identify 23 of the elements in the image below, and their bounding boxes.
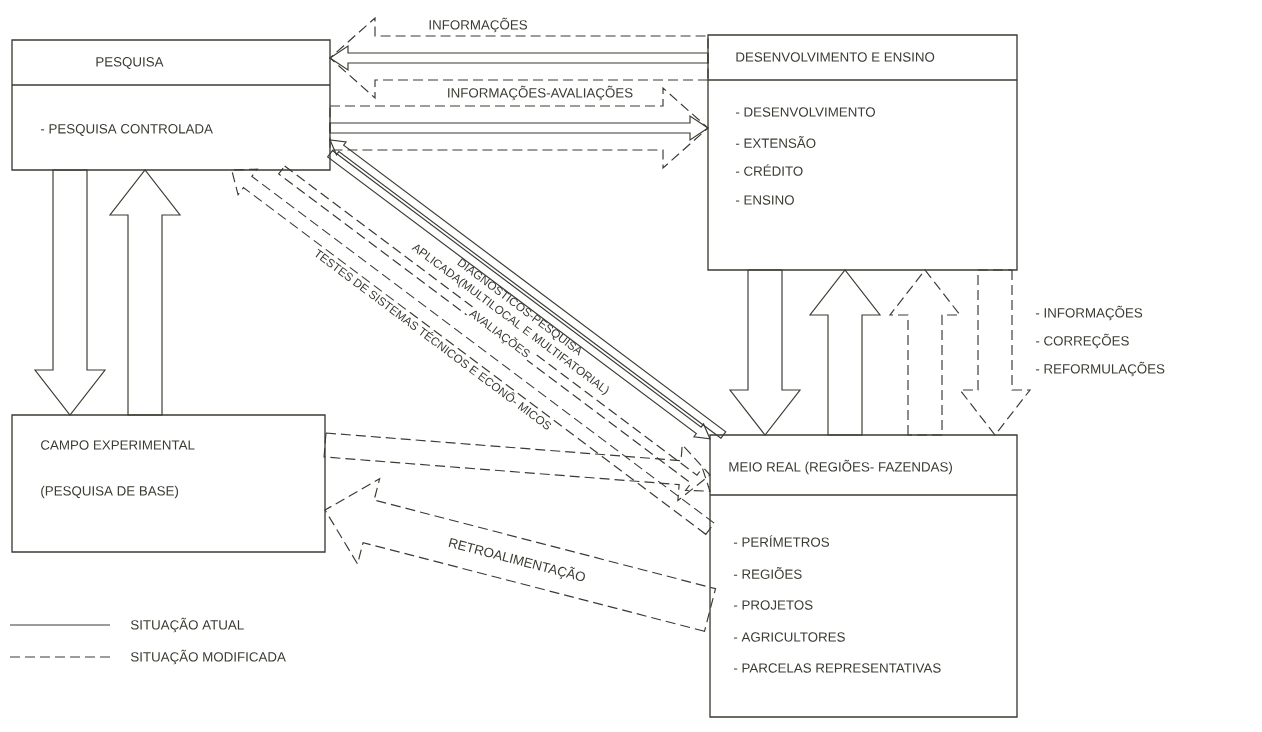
block-arrow bbox=[329, 86, 709, 170]
annotation-text: - REFORMULAÇÕES bbox=[1035, 361, 1165, 377]
edge-label: INFORMAÇÕES-AVALIAÇÕES bbox=[448, 85, 633, 101]
process-box: DESENVOLVIMENTO E ENSINO - DESENVOLVIMENTO - EXTENSÃO - CRÉDITO - ENSINO bbox=[707, 34, 1018, 271]
block-arrow bbox=[888, 269, 962, 436]
block-arrow bbox=[958, 269, 1032, 436]
process-box: PESQUISA - PESQUISA CONTROLADA bbox=[11, 39, 331, 171]
legend-text: SITUAÇÃO ATUAL bbox=[130, 617, 244, 633]
block-arrow bbox=[33, 169, 107, 416]
annotation-text: - CORREÇÕES bbox=[1035, 333, 1129, 349]
block-arrow bbox=[324, 477, 717, 632]
block-arrow bbox=[808, 269, 882, 436]
legend-text: SITUAÇÃO MODIFICADA bbox=[130, 649, 286, 665]
box: CAMPO EXPERIMENTAL (PESQUISA DE BASE) bbox=[11, 414, 326, 553]
edge-label: INFORMAÇÕES bbox=[429, 17, 528, 33]
block-arrow bbox=[108, 169, 182, 416]
block-arrow bbox=[323, 432, 711, 502]
annotation-text: - INFORMAÇÕES bbox=[1035, 305, 1143, 321]
block-arrow bbox=[728, 269, 802, 436]
block-arrow bbox=[329, 16, 709, 100]
block-arrow bbox=[328, 44, 709, 72]
block-arrow bbox=[329, 114, 710, 142]
process-box: MEIO REAL (REGIÕES- FAZENDAS) - PERÍMETROS - REGIÕES - PROJETOS - AGRICULTORES - PARCELAS REPRESENTATIVAS bbox=[709, 434, 1018, 718]
